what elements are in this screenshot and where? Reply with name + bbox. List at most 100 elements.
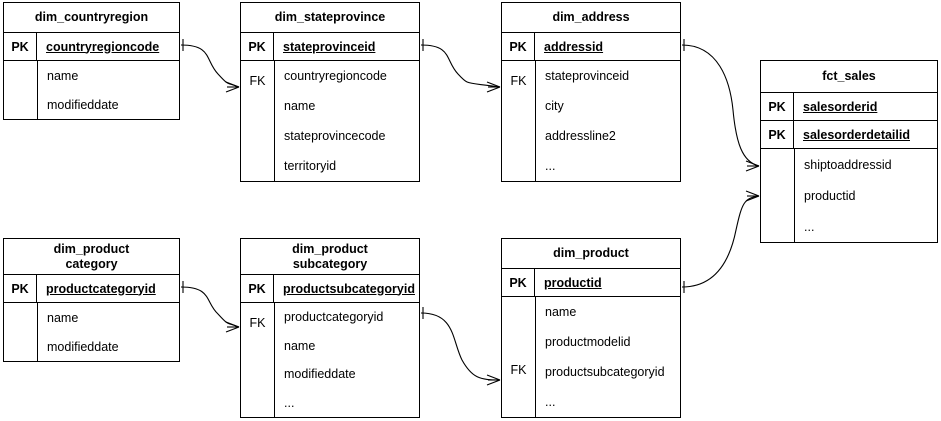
crowsfoot-icon [486,81,501,88]
attribute-name[interactable]: modifieddate [284,367,356,382]
attribute-name: stateprovinceid [283,39,376,54]
key-label [4,90,37,119]
entity-title-line1: dim_stateprovince [274,10,386,24]
key-label [502,155,535,182]
crowsfoot-icon [745,160,760,167]
entity-title-line1: dim_address [552,10,630,24]
attribute-names: countryregioncode name stateprovincecode… [275,61,419,181]
entity-title: dim_address [502,3,680,33]
entity-dim-address[interactable]: dim_address PK addressid FK stateprovinc… [501,2,681,182]
relationship-countryregion-stateprovince [180,39,240,93]
crowsfoot-icon [225,321,240,328]
attribute-name: productsubcategoryid [283,281,415,296]
entity-title: dim_product [502,239,680,269]
key-label [241,367,274,392]
attribute-name[interactable]: productid [804,188,856,203]
attribute-name[interactable]: productmodelid [545,335,631,349]
attribute-names: productcategoryid name modifieddate ... [275,303,419,417]
pk-row[interactable]: PK salesorderid [761,93,937,121]
attribute-name[interactable]: name [47,68,79,83]
attribute-name[interactable]: modifieddate [47,97,119,112]
key-label-pk: PK [241,33,274,60]
pk-row[interactable]: PK productcategoryid [4,275,179,303]
attribute-group: shiptoaddressid productid ... [761,149,937,242]
entity-title: dim_product category [4,239,179,275]
attribute-name: countryregioncode [46,39,160,54]
attribute-name: addressid [544,39,604,54]
key-label [761,180,794,211]
entity-dim-productcategory[interactable]: dim_product category PK productcategoryi… [3,238,180,362]
key-column: FK [502,61,536,181]
key-label-fk: FK [249,74,266,89]
entity-dim-productsubcategory[interactable]: dim_product subcategory PK productsubcat… [240,238,420,418]
attribute-name[interactable]: name [284,338,316,353]
relationship-product-sales [681,190,760,293]
entity-fct-sales[interactable]: fct_sales PK salesorderid PK salesorderd… [760,60,938,243]
key-label-pk: PK [761,121,794,148]
key-label [241,155,274,182]
pk-row[interactable]: PK salesorderdetailid [761,121,937,149]
key-label-pk: PK [4,33,37,60]
entity-title-line2: category [65,256,118,271]
attribute-names: name productmodelid productsubcategoryid… [536,297,680,417]
key-label-pk: PK [761,93,794,120]
key-label [761,149,794,180]
relationship-address-sales [681,39,760,172]
attribute-name[interactable]: name [284,99,316,113]
attribute-name[interactable]: name [47,310,79,325]
entity-title-line1: dim_product [553,246,629,260]
attribute-name[interactable]: productcategoryid [284,310,384,325]
attribute-name: productid [544,275,602,290]
attribute-group: FK countryregioncode name stateprovincec… [241,61,419,181]
entity-dim-product[interactable]: dim_product PK productid FK name product… [501,238,681,418]
key-column [4,61,38,119]
attribute-name[interactable]: name [545,305,577,319]
pk-row[interactable]: PK addressid [502,33,680,61]
entity-dim-stateprovince[interactable]: dim_stateprovince PK stateprovinceid FK … [240,2,420,182]
key-column [4,303,38,361]
attribute-names: shiptoaddressid productid ... [795,149,937,242]
entity-title: dim_product subcategory [241,239,419,275]
pk-row[interactable]: PK countryregioncode [4,33,179,61]
key-label [4,61,37,90]
entity-title-line1: dim_product [53,241,130,256]
key-label [502,297,535,324]
key-label-pk: PK [502,33,535,60]
attribute-name[interactable]: stateprovincecode [284,129,386,143]
key-column [761,149,795,242]
attribute-name[interactable]: ... [284,395,295,410]
attribute-name[interactable]: city [545,99,564,113]
key-label [502,391,535,418]
pk-row[interactable]: PK productsubcategoryid [241,275,419,303]
attribute-group: FK name productmodelid productsubcategor… [502,297,680,417]
attribute-name[interactable]: stateprovinceid [545,69,630,83]
attribute-name[interactable]: territoryid [284,159,337,173]
attribute-name[interactable]: ... [804,219,815,234]
attribute-name[interactable]: ... [545,395,556,409]
key-label [241,342,274,367]
attribute-name[interactable]: modifieddate [47,339,119,354]
relationship-stateprovince-address [420,39,501,93]
attribute-name[interactable]: shiptoaddressid [804,157,892,172]
attribute-name[interactable]: countryregioncode [284,69,387,83]
attribute-name[interactable]: ... [545,159,556,173]
key-label [502,128,535,155]
attribute-name[interactable]: productsubcategoryid [545,365,665,379]
pk-row[interactable]: PK productid [502,269,680,297]
attribute-names: name modifieddate [38,61,179,119]
attribute-name: salesorderid [803,99,878,114]
attribute-group: FK stateprovinceid city addressline2 ... [502,61,680,181]
key-label [4,332,37,361]
attribute-group: name modifieddate [4,303,179,361]
entity-title-line2: subcategory [292,256,368,271]
pk-row[interactable]: PK stateprovinceid [241,33,419,61]
key-column: FK [241,303,275,417]
key-column: FK [502,297,536,417]
key-label-pk: PK [502,269,535,296]
key-column: FK [241,61,275,181]
relationship-productcategory-subcategory [180,281,240,333]
attribute-name[interactable]: addressline2 [545,129,616,143]
entity-dim-countryregion[interactable]: dim_countryregion PK countryregioncode n… [3,2,180,120]
attribute-group: FK productcategoryid name modifieddate .… [241,303,419,417]
key-label-fk: FK [510,363,527,378]
